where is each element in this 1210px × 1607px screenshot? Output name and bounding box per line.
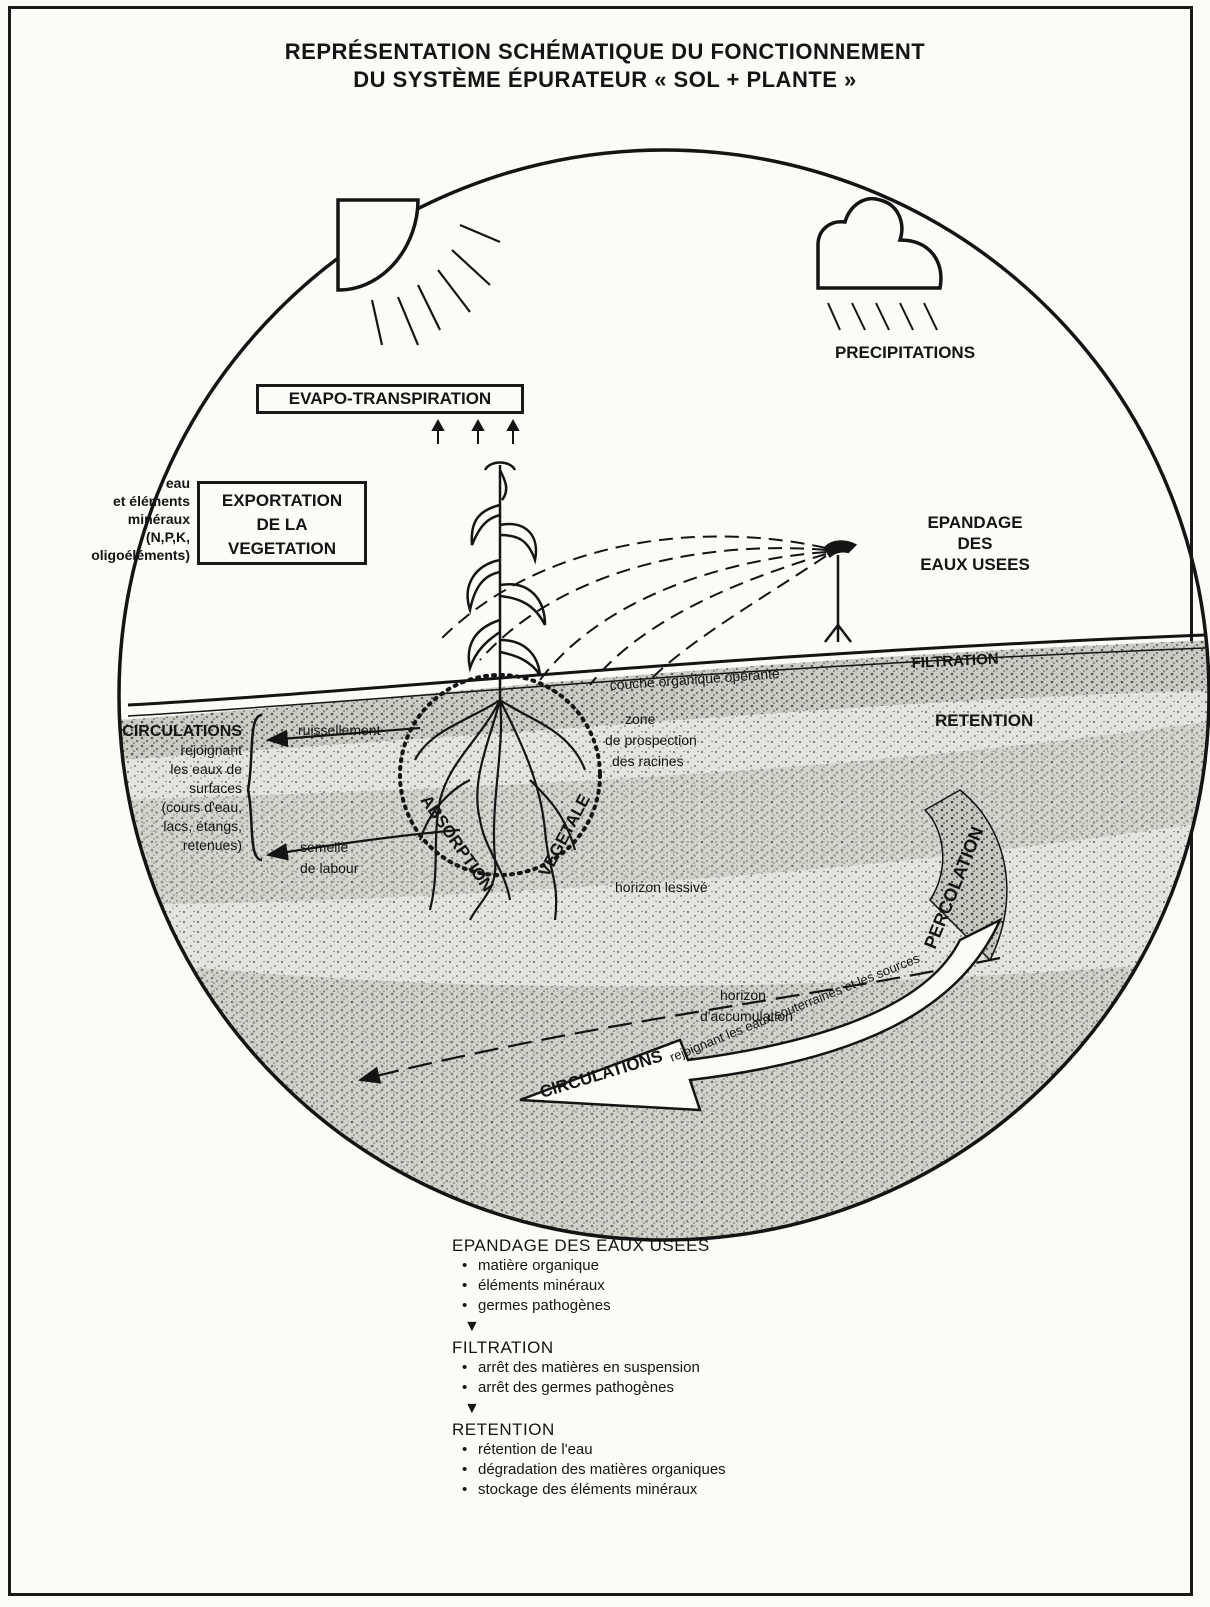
sun-icon — [338, 200, 500, 345]
export-side-text: eau et éléments minéraux (N,P,K, oligoél… — [40, 474, 190, 564]
cloud-icon — [818, 199, 941, 330]
epandage-line: EPANDAGE — [895, 512, 1055, 533]
zone-label-2: de prospection — [605, 732, 697, 748]
legend-retention-title: RETENTION — [452, 1420, 872, 1440]
epandage-line: EAUX USEES — [895, 554, 1055, 575]
legend-item: matière organique — [452, 1256, 872, 1276]
legend-item: dégradation des matières organiques — [452, 1460, 872, 1480]
export-side-line: minéraux — [40, 510, 190, 528]
export-line-2: DE LA — [200, 513, 364, 537]
circ-surface-line: lacs, étangs, — [70, 817, 242, 836]
ruissellement-label: ruissellement — [298, 722, 381, 738]
legend-item: arrêt des germes pathogènes — [452, 1378, 872, 1398]
circ-surface-line: surfaces — [70, 779, 242, 798]
legend-item: stockage des éléments minéraux — [452, 1480, 872, 1500]
process-legend: EPANDAGE DES EAUX USEES matière organiqu… — [452, 1236, 872, 1500]
circ-surface-line: les eaux de — [70, 760, 242, 779]
epandage-line: DES — [895, 533, 1055, 554]
evapo-arrows — [433, 421, 518, 444]
legend-item: éléments minéraux — [452, 1276, 872, 1296]
legend-filtration-title: FILTRATION — [452, 1338, 872, 1358]
precipitations-label: PRECIPITATIONS — [835, 343, 975, 362]
export-side-line: oligoéléments) — [40, 546, 190, 564]
export-line-3: VEGETATION — [200, 537, 364, 561]
down-triangle-icon: ▼ — [452, 1316, 872, 1338]
horizon-lessive-label: horizon lessivé — [615, 879, 708, 895]
semelle-label-1: semelle — [300, 839, 348, 855]
legend-epandage-title: EPANDAGE DES EAUX USEES — [452, 1236, 872, 1256]
export-side-line: (N,P,K, — [40, 528, 190, 546]
circ-surface-line: retenues) — [70, 836, 242, 855]
export-line-1: EXPORTATION — [200, 489, 364, 513]
zone-label-1: zone — [625, 711, 656, 727]
circ-surface-title: CIRCULATIONS — [70, 722, 242, 741]
export-side-line: eau — [40, 474, 190, 492]
export-side-line: et éléments — [40, 492, 190, 510]
semelle-label-2: de labour — [300, 860, 359, 876]
down-triangle-icon: ▼ — [452, 1398, 872, 1420]
zone-label-3: des racines — [612, 753, 684, 769]
circ-surface-line: rejoignant — [70, 741, 242, 760]
evapo-transpiration-box: EVAPO-TRANSPIRATION — [256, 384, 524, 414]
circulations-surface-text: CIRCULATIONS rejoignant les eaux de surf… — [70, 722, 242, 855]
legend-item: rétention de l'eau — [452, 1440, 872, 1460]
exportation-box: EXPORTATION DE LA VEGETATION — [197, 481, 367, 565]
epandage-label: EPANDAGE DES EAUX USEES — [895, 512, 1055, 575]
corn-plant-icon — [468, 463, 545, 701]
sprinkler-icon — [825, 542, 855, 642]
legend-item: germes pathogènes — [452, 1296, 872, 1316]
circ-surface-line: (cours d'eau, — [70, 798, 242, 817]
legend-item: arrêt des matières en suspension — [452, 1358, 872, 1378]
retention-label: RETENTION — [935, 711, 1033, 730]
spray-arcs — [440, 536, 826, 685]
horizon-accum-label-1: horizon — [720, 987, 766, 1003]
